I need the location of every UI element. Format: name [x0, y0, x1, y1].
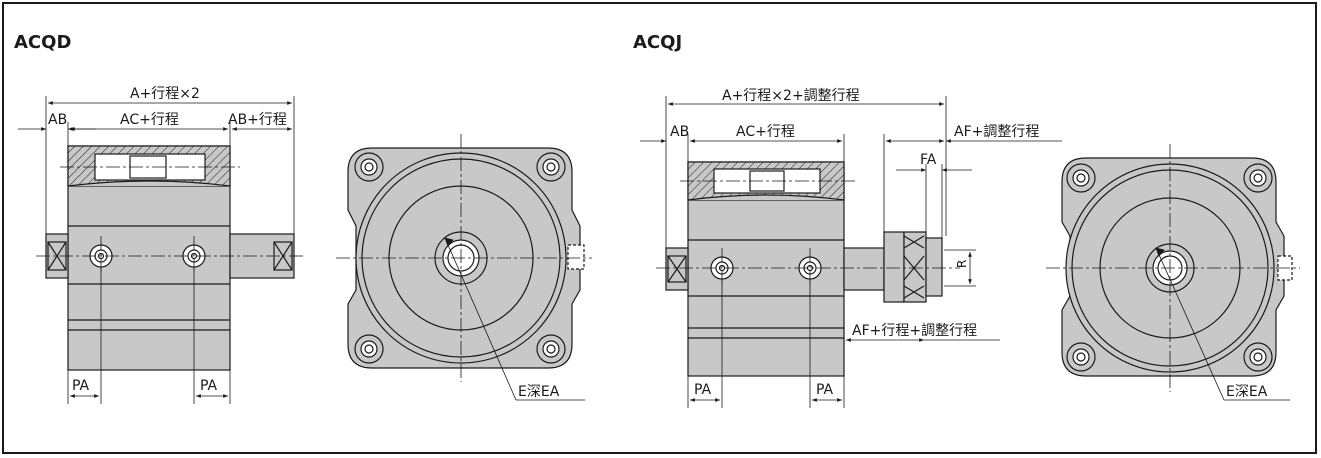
acqd-title: ACQD — [14, 32, 72, 53]
acqd-e-depth-label: E深EA — [518, 384, 560, 400]
acqj-r-label: R — [955, 260, 969, 268]
acqj-ac-stroke-label: AC+行程 — [736, 124, 795, 140]
acqd-e-leader — [444, 237, 585, 401]
acqd-a-stroke-label: A+行程×2 — [130, 86, 200, 102]
acqj-pa-left-label: PA — [694, 382, 712, 398]
acqd-ab-stroke-label: AB+行程 — [228, 112, 287, 128]
acqd-dimension-lines — [18, 96, 295, 404]
acqj-ab-label: AB — [670, 124, 689, 140]
acqd-side-view — [45, 145, 295, 371]
acqj-front-view — [1061, 157, 1293, 377]
acqd-ac-stroke-label: AC+行程 — [120, 112, 179, 128]
acqj-e-leader — [1155, 247, 1290, 401]
acqd-ab-label: AB — [48, 112, 67, 128]
acqd-pa-left-label: PA — [72, 378, 90, 394]
acqd-front-centerlines — [336, 134, 592, 382]
acqj-title: ACQJ — [633, 32, 683, 53]
acqj-e-depth-label: E深EA — [1226, 384, 1268, 400]
acqj-side-view — [665, 161, 943, 377]
acqj-front-centerlines — [1046, 144, 1300, 392]
acqj-af-adjust-label: AF+調整行程 — [954, 124, 1039, 140]
acqd-pa-right-label: PA — [200, 378, 218, 394]
acqj-fa-label: FA — [920, 152, 937, 168]
acqj-af-stroke-adjust-label: AF+行程+調整行程 — [852, 323, 977, 339]
acqj-dimension-lines — [640, 96, 1062, 408]
acqj-pa-right-label: PA — [816, 382, 834, 398]
acqj-a-total-label: A+行程×2+調整行程 — [722, 88, 860, 104]
